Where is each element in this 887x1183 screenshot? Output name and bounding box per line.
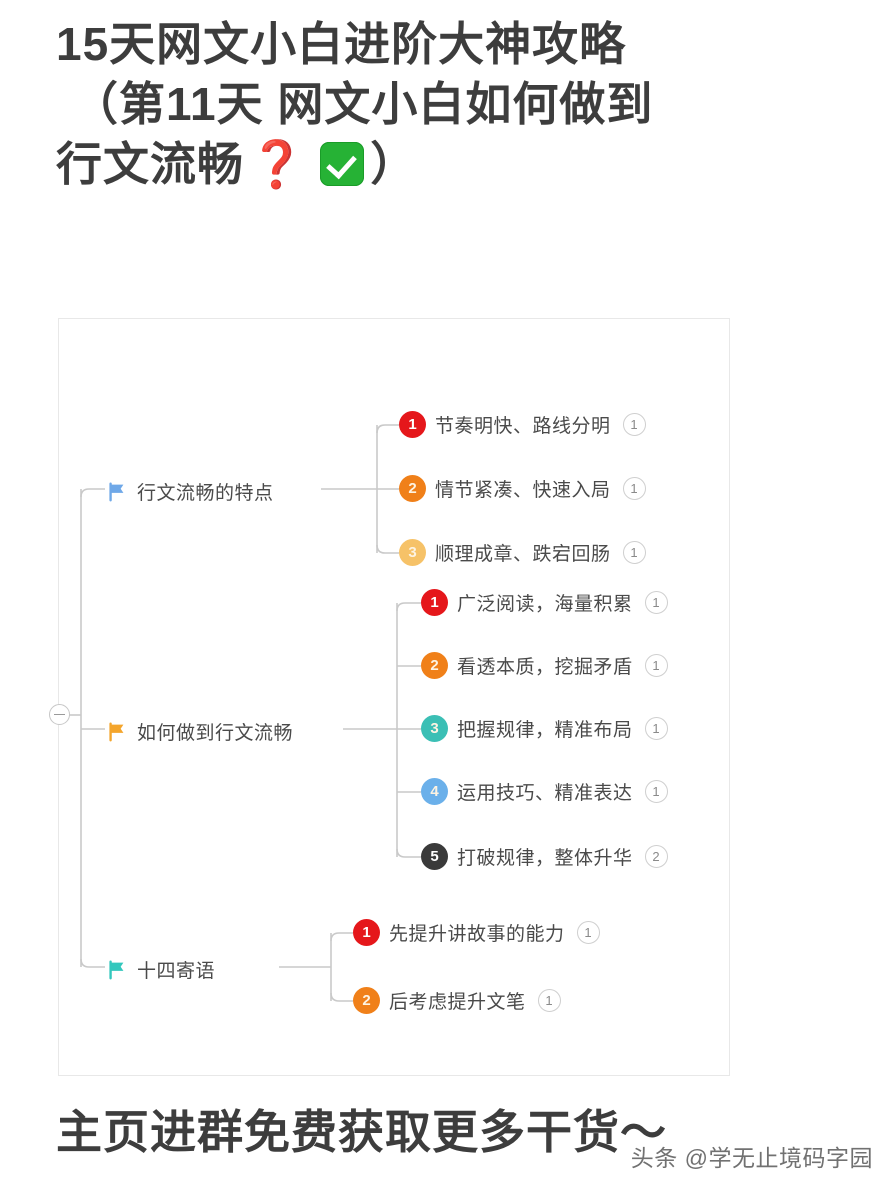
white-check-mark-icon xyxy=(320,142,365,186)
watermark: 头条 @学无止境码字园 xyxy=(630,1145,873,1171)
leaf-label: 顺理成章、跌宕回肠 xyxy=(435,544,611,565)
leaf-label: 把握规律，精准布局 xyxy=(457,720,633,741)
leaf-node-1-1[interactable]: 2 看透本质，挖掘矛盾 1 xyxy=(421,652,668,679)
leaf-node-2-1[interactable]: 2 后考虑提升文笔 1 xyxy=(353,987,561,1014)
root-collapse-toggle[interactable] xyxy=(49,704,70,725)
leaf-node-1-3[interactable]: 4 运用技巧、精准表达 1 xyxy=(421,778,668,805)
footer-cta-text: 主页进群免费获取更多干货～ xyxy=(56,1106,667,1158)
flag-icon xyxy=(109,960,124,979)
number-badge: 1 xyxy=(421,589,448,616)
number-badge: 3 xyxy=(421,715,448,742)
leaf-label: 看透本质，挖掘矛盾 xyxy=(457,657,633,678)
number-badge: 2 xyxy=(399,475,426,502)
title-line-3: 行文流畅❓ ） xyxy=(56,134,839,194)
number-badge: 2 xyxy=(421,652,448,679)
number-badge: 3 xyxy=(399,539,426,566)
question-mark-icon: ❓ xyxy=(248,138,307,190)
count-badge[interactable]: 1 xyxy=(622,477,646,500)
leaf-label: 后考虑提升文笔 xyxy=(389,992,526,1013)
branch-label: 如何做到行文流畅 xyxy=(137,723,294,744)
count-badge[interactable]: 1 xyxy=(576,921,600,944)
branch-node-1[interactable]: 如何做到行文流畅 xyxy=(106,718,293,745)
mindmap-connectors xyxy=(69,424,421,1002)
count-badge[interactable]: 1 xyxy=(622,541,646,564)
leaf-label: 节奏明快、路线分明 xyxy=(435,416,611,437)
title-line-2: （第11天 网文小白如何做到 xyxy=(72,78,654,130)
branch-label: 十四寄语 xyxy=(137,961,216,982)
title-line-1: 15天网文小白进阶大神攻略 xyxy=(56,18,627,70)
number-badge: 4 xyxy=(421,778,448,805)
number-badge: 2 xyxy=(353,987,380,1014)
leaf-label: 运用技巧、精准表达 xyxy=(457,783,633,804)
count-badge[interactable]: 1 xyxy=(644,780,668,803)
leaf-label: 先提升讲故事的能力 xyxy=(389,924,565,945)
leaf-node-1-0[interactable]: 1 广泛阅读，海量积累 1 xyxy=(421,589,668,616)
leaf-label: 打破规律，整体升华 xyxy=(457,848,633,869)
number-badge: 1 xyxy=(353,919,380,946)
mindmap-card: 行文流畅的特点 1 节奏明快、路线分明 1 2 情节紧凑、快速入局 1 3 顺理… xyxy=(49,318,730,1076)
flag-icon xyxy=(109,722,124,741)
branch-label: 行文流畅的特点 xyxy=(137,483,274,504)
title-line-3-text: 行文流畅 xyxy=(56,138,244,190)
leaf-node-0-0[interactable]: 1 节奏明快、路线分明 1 xyxy=(399,411,646,438)
number-badge: 1 xyxy=(399,411,426,438)
count-badge[interactable]: 1 xyxy=(644,591,668,614)
number-badge: 5 xyxy=(421,843,448,870)
mindmap-canvas: 行文流畅的特点 1 节奏明快、路线分明 1 2 情节紧凑、快速入局 1 3 顺理… xyxy=(49,319,729,1075)
count-badge[interactable]: 1 xyxy=(622,413,646,436)
count-badge[interactable]: 1 xyxy=(537,989,561,1012)
leaf-node-2-0[interactable]: 1 先提升讲故事的能力 1 xyxy=(353,919,600,946)
page-title: 15天网文小白进阶大神攻略 （第11天 网文小白如何做到 行文流畅❓ ） xyxy=(0,14,887,194)
flag-icon xyxy=(109,482,124,501)
leaf-label: 广泛阅读，海量积累 xyxy=(457,594,633,615)
leaf-node-1-2[interactable]: 3 把握规律，精准布局 1 xyxy=(421,715,668,742)
count-badge[interactable]: 1 xyxy=(644,717,668,740)
leaf-node-0-2[interactable]: 3 顺理成章、跌宕回肠 1 xyxy=(399,539,646,566)
leaf-label: 情节紧凑、快速入局 xyxy=(435,480,611,501)
branch-node-0[interactable]: 行文流畅的特点 xyxy=(106,478,274,505)
count-badge[interactable]: 1 xyxy=(644,654,668,677)
count-badge[interactable]: 2 xyxy=(644,845,668,868)
leaf-node-1-4[interactable]: 5 打破规律，整体升华 2 xyxy=(421,843,668,870)
title-line-3-close: ） xyxy=(370,138,418,190)
branch-node-2[interactable]: 十四寄语 xyxy=(106,956,215,983)
leaf-node-0-1[interactable]: 2 情节紧凑、快速入局 1 xyxy=(399,475,646,502)
